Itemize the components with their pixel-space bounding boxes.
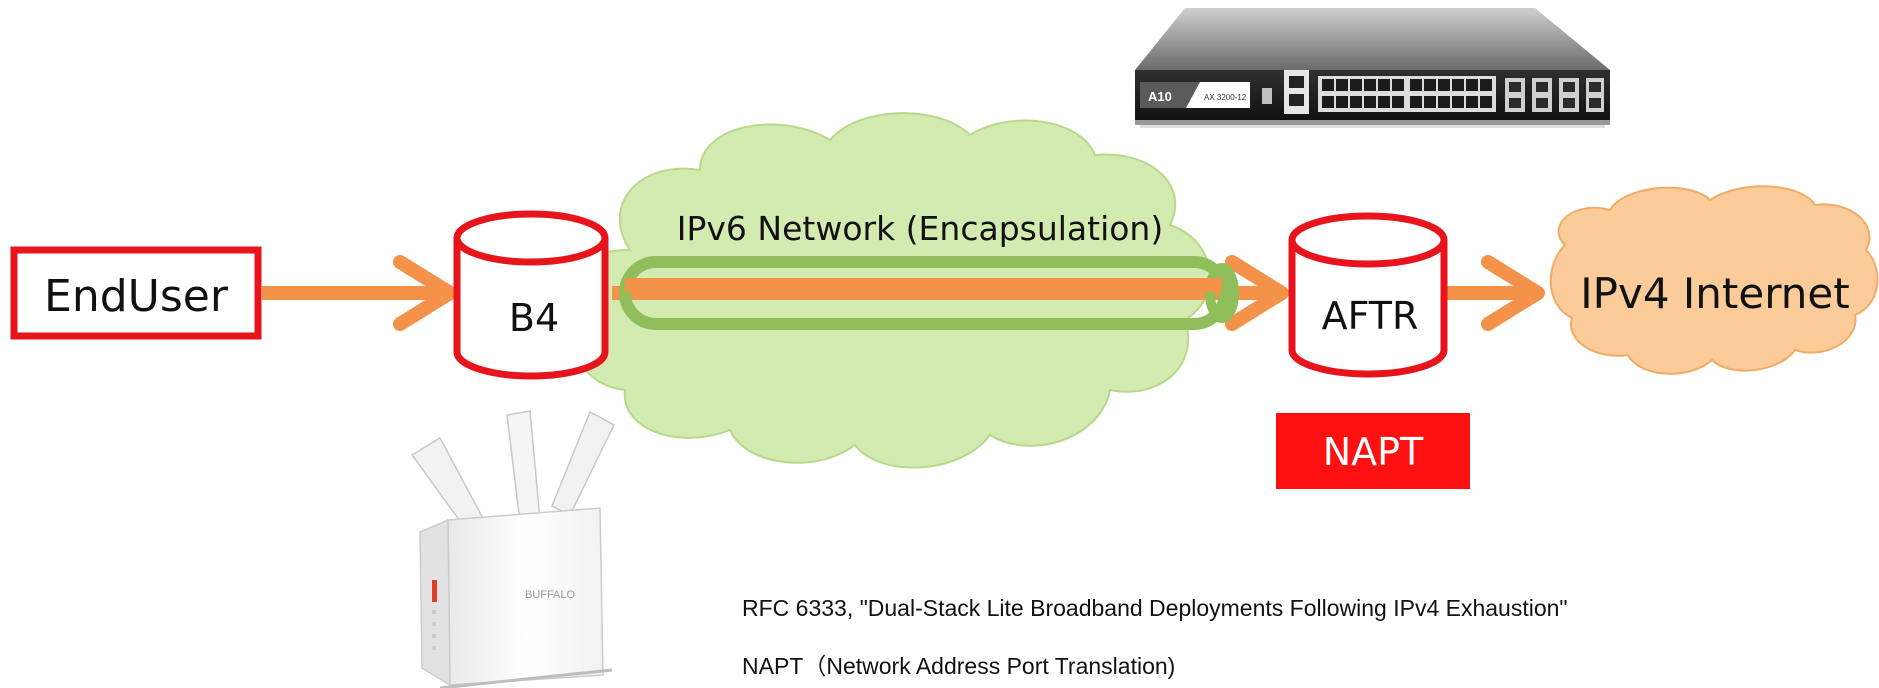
arrow-aftr-to-internet <box>1446 255 1545 331</box>
a10-switch-image: A10 AX 3200-12 <box>1135 8 1610 128</box>
arrow-enduser-to-b4 <box>262 255 457 331</box>
aftr-label: AFTR <box>1322 294 1419 338</box>
napt-badge-label: NAPT <box>1323 430 1424 474</box>
arrow-b4-to-aftr <box>612 255 1289 331</box>
b4-cylinder <box>453 210 609 380</box>
enduser-box <box>10 246 262 340</box>
napt-badge <box>1276 413 1470 489</box>
enduser-label: EndUser <box>44 271 229 322</box>
router-brand: BUFFALO <box>525 589 576 601</box>
aftr-cylinder <box>1288 212 1448 378</box>
rfc-note: RFC 6333, "Dual-Stack Lite Broadband Dep… <box>742 595 1568 621</box>
ipv6-tunnel <box>619 256 1239 330</box>
ipv4-internet-cloud <box>1549 185 1879 375</box>
buffalo-router-image: BUFFALO <box>410 410 615 688</box>
ipv4-internet-label: IPv4 Internet <box>1580 269 1849 318</box>
b4-label: B4 <box>509 296 559 340</box>
napt-note: NAPT（Network Address Port Translation) <box>742 653 1175 679</box>
switch-brand: A10 <box>1148 89 1172 104</box>
ipv6-network-label: IPv6 Network (Encapsulation) <box>677 209 1163 248</box>
switch-model: AX 3200-12 <box>1204 93 1247 102</box>
